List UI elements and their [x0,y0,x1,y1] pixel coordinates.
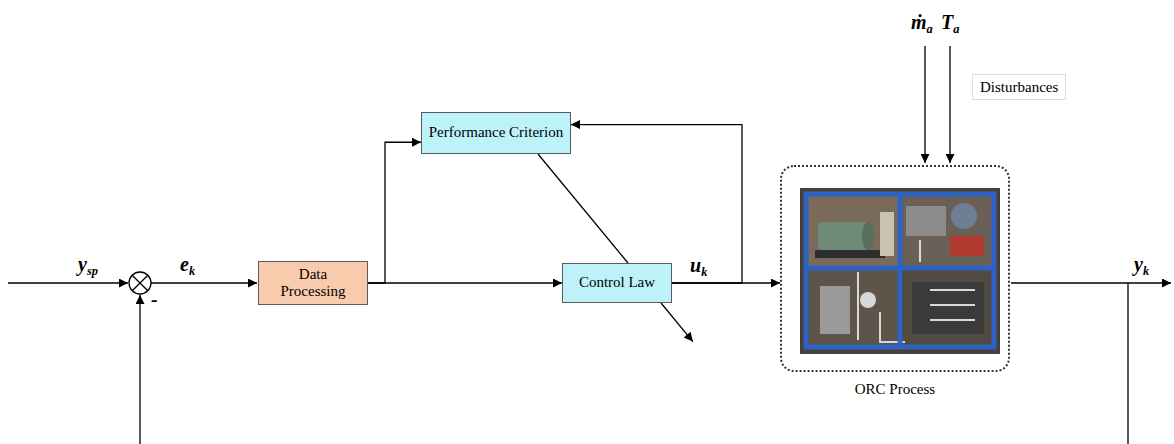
motor-body [818,222,868,250]
signal-name: uk [688,255,709,278]
signal-connector [368,282,562,283]
feedback-wire [1127,283,1128,444]
valve [950,236,984,256]
pump [820,286,850,334]
process-box: Data Processing [258,261,368,306]
photo-panel [902,270,992,345]
signal-name: Ta [941,12,959,35]
box-text: Data Processing [265,266,361,301]
signal-name: ṁa [911,12,933,35]
signal-name: ysp [78,254,98,277]
expander [906,206,946,236]
motor-base [815,250,885,258]
signal-connector [368,142,421,283]
signal-name: yk [1134,254,1149,277]
pipe [919,240,921,262]
signal-name: ek [180,254,195,277]
note: Disturbances [972,74,1066,100]
box-text: Control Law [579,274,655,291]
generator [951,203,977,229]
process-plant: ORC Process [780,165,1010,372]
tank [880,212,894,256]
photo-panel [808,270,898,345]
adjust-arrow [661,303,693,342]
summing-cross [132,275,148,291]
box-text: ORC Process [855,381,935,398]
summing-cross [132,275,148,291]
photo-panel [902,196,992,266]
pipe [857,272,859,340]
signal-connector [571,125,742,283]
error-wire [151,282,257,283]
sign-mark: - [151,289,158,309]
box-text: Performance Criterion [429,124,564,141]
orc-photo [800,188,1000,354]
signal-connector [538,154,628,263]
control-box: Control Law [562,263,672,303]
pipe [930,290,975,320]
setpoint-wire [8,282,128,283]
photo-ground [800,188,1000,354]
disturbance-arrow [924,46,925,163]
gauge [860,292,876,308]
photo-frame [806,194,994,347]
photo-panel [808,196,898,266]
output-wire [1011,282,1171,283]
feedback-wire [139,295,140,444]
summing-junction [129,272,151,294]
heat-exchanger [912,282,984,334]
photo-frame [806,266,994,271]
criterion-box: Performance Criterion [421,112,571,154]
disturbance-arrow [949,46,950,163]
motor-end [862,222,874,250]
